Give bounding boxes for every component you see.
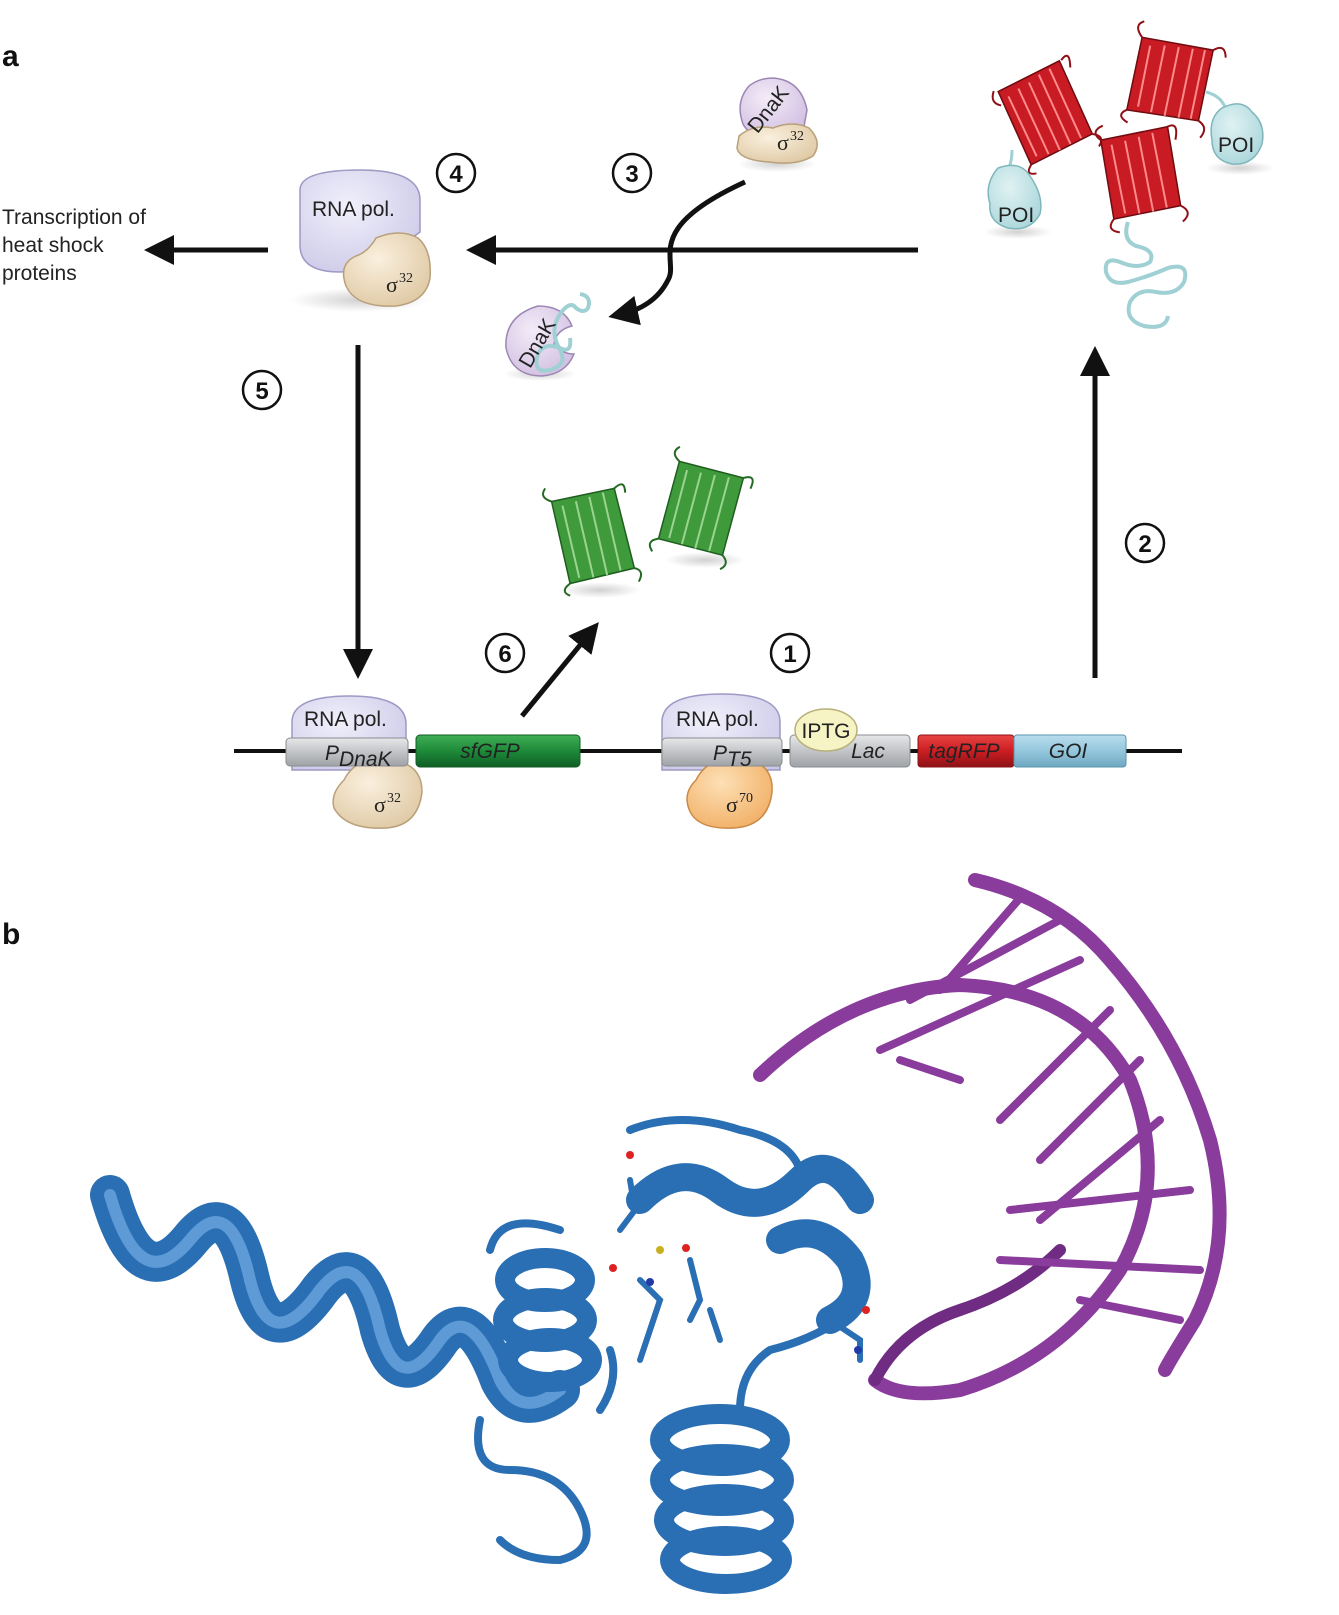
- rna-pol-label-pt5: RNA pol.: [676, 708, 759, 731]
- sigma70-symbol: σ: [726, 792, 738, 817]
- sigma32-symbol: σ: [386, 272, 398, 297]
- step-1-marker: 1: [769, 632, 811, 674]
- panel-label-b: b: [2, 918, 20, 951]
- goi-gene-box: [1013, 734, 1127, 768]
- poi-shape-2: [1210, 103, 1264, 165]
- unfolded-protein-chain: [1103, 221, 1188, 329]
- dna-helix: [753, 873, 1227, 1401]
- pt5-label-sub: T5: [727, 748, 752, 771]
- arrow-dnak-binding: [608, 179, 747, 326]
- protein-core: [474, 1116, 874, 1594]
- dnak-sigma32-complex: DnaK σ 32: [736, 77, 818, 172]
- rna-pol-label: RNA pol.: [312, 198, 395, 221]
- rfp-structure-3: [1094, 124, 1189, 234]
- pdnak-label-sub: DnaK: [339, 748, 393, 771]
- base-pair: [996, 1006, 1114, 1124]
- rfp-structure-2: [1120, 20, 1227, 139]
- base-pair: [1076, 1296, 1184, 1324]
- poi-shape-1: [987, 164, 1042, 230]
- sigma32-symbol-pdnak: σ: [374, 792, 386, 817]
- dnak-unfolded-complex: DnaK: [504, 292, 591, 381]
- side-text-line-2: heat shock: [2, 234, 104, 257]
- arrow-step-6-expression: [520, 622, 599, 718]
- pdnak-promoter-box: [285, 737, 409, 767]
- protein-dna-structure: [90, 873, 1227, 1594]
- poi-label-2: POI: [1218, 134, 1254, 157]
- gfp-structure-2: [648, 445, 754, 571]
- rna-pol-sigma32-complex: RNA pol. σ 32: [290, 169, 431, 312]
- base-pair: [996, 1256, 1204, 1274]
- iptg-label: IPTG: [801, 720, 850, 743]
- sfgfp-structures: [542, 445, 754, 598]
- sigma32-superscript-pdnak: 32: [387, 791, 401, 806]
- svg-text:2: 2: [1138, 531, 1151, 558]
- unfolded-chain-bound: [534, 292, 591, 373]
- sfgfp-gene-box: [415, 734, 581, 768]
- genetic-construct: RNA pol. P DnaK σ 32 sfGFP RNA pol. P T5…: [234, 693, 1182, 829]
- step-2-marker: 2: [1124, 522, 1166, 564]
- sigma70-superscript: 70: [739, 791, 753, 806]
- svg-text:1: 1: [783, 641, 796, 668]
- base-pair: [896, 1056, 964, 1084]
- step-6-marker: 6: [484, 632, 526, 674]
- sigma32-symbol-top: σ: [777, 130, 789, 155]
- side-text-line-1: Transcription of: [2, 206, 146, 229]
- pt5-label-main: P: [713, 742, 727, 765]
- svg-text:6: 6: [498, 641, 511, 668]
- goi-gene-label: GOI: [1049, 740, 1088, 763]
- sfgfp-gene-label: sfGFP: [460, 740, 520, 763]
- sigma32-shape-top: [736, 123, 818, 164]
- poi-label-1: POI: [998, 204, 1034, 227]
- svg-text:3: 3: [625, 161, 638, 188]
- rfp-structure-1: [991, 54, 1103, 175]
- base-pair: [906, 916, 1064, 1004]
- base-pair: [1006, 1186, 1194, 1214]
- pdnak-label-main: P: [325, 742, 339, 765]
- lac-label: Lac: [851, 740, 885, 763]
- step-5-marker: 5: [241, 369, 283, 411]
- protein-helix-long: [90, 1175, 580, 1423]
- step-3-marker: 3: [611, 152, 653, 194]
- atom-highlights: [609, 1151, 870, 1354]
- base-pair: [1036, 1056, 1144, 1164]
- sigma32-superscript: 32: [399, 271, 413, 286]
- pt5-promoter-complex: RNA pol. P T5 σ 70: [661, 693, 783, 829]
- base-pair: [876, 956, 1084, 1054]
- svg-text:4: 4: [449, 161, 463, 188]
- tagrfp-gene-label: tagRFP: [928, 740, 999, 763]
- dna-strand-outer: [968, 873, 1227, 1377]
- iptg-molecule: [794, 708, 858, 752]
- pdnak-promoter-complex: RNA pol. P DnaK σ 32: [285, 695, 423, 829]
- svg-text:5: 5: [255, 378, 268, 405]
- pt5-promoter-box: [661, 737, 783, 767]
- panel-label-a: a: [2, 40, 19, 73]
- rfp-fusion-group: POI POI: [984, 20, 1274, 329]
- step-4-marker: 4: [435, 152, 477, 194]
- rna-pol-label-pdnak: RNA pol.: [304, 708, 387, 731]
- dna-strand-inner: [753, 977, 1155, 1401]
- sigma32-shape: [342, 232, 431, 307]
- sigma32-superscript-top: 32: [790, 129, 804, 144]
- heat-shock-transcription-label: Transcription of heat shock proteins: [2, 206, 146, 285]
- side-text-line-3: proteins: [2, 262, 77, 285]
- gfp-structure-1: [542, 483, 643, 597]
